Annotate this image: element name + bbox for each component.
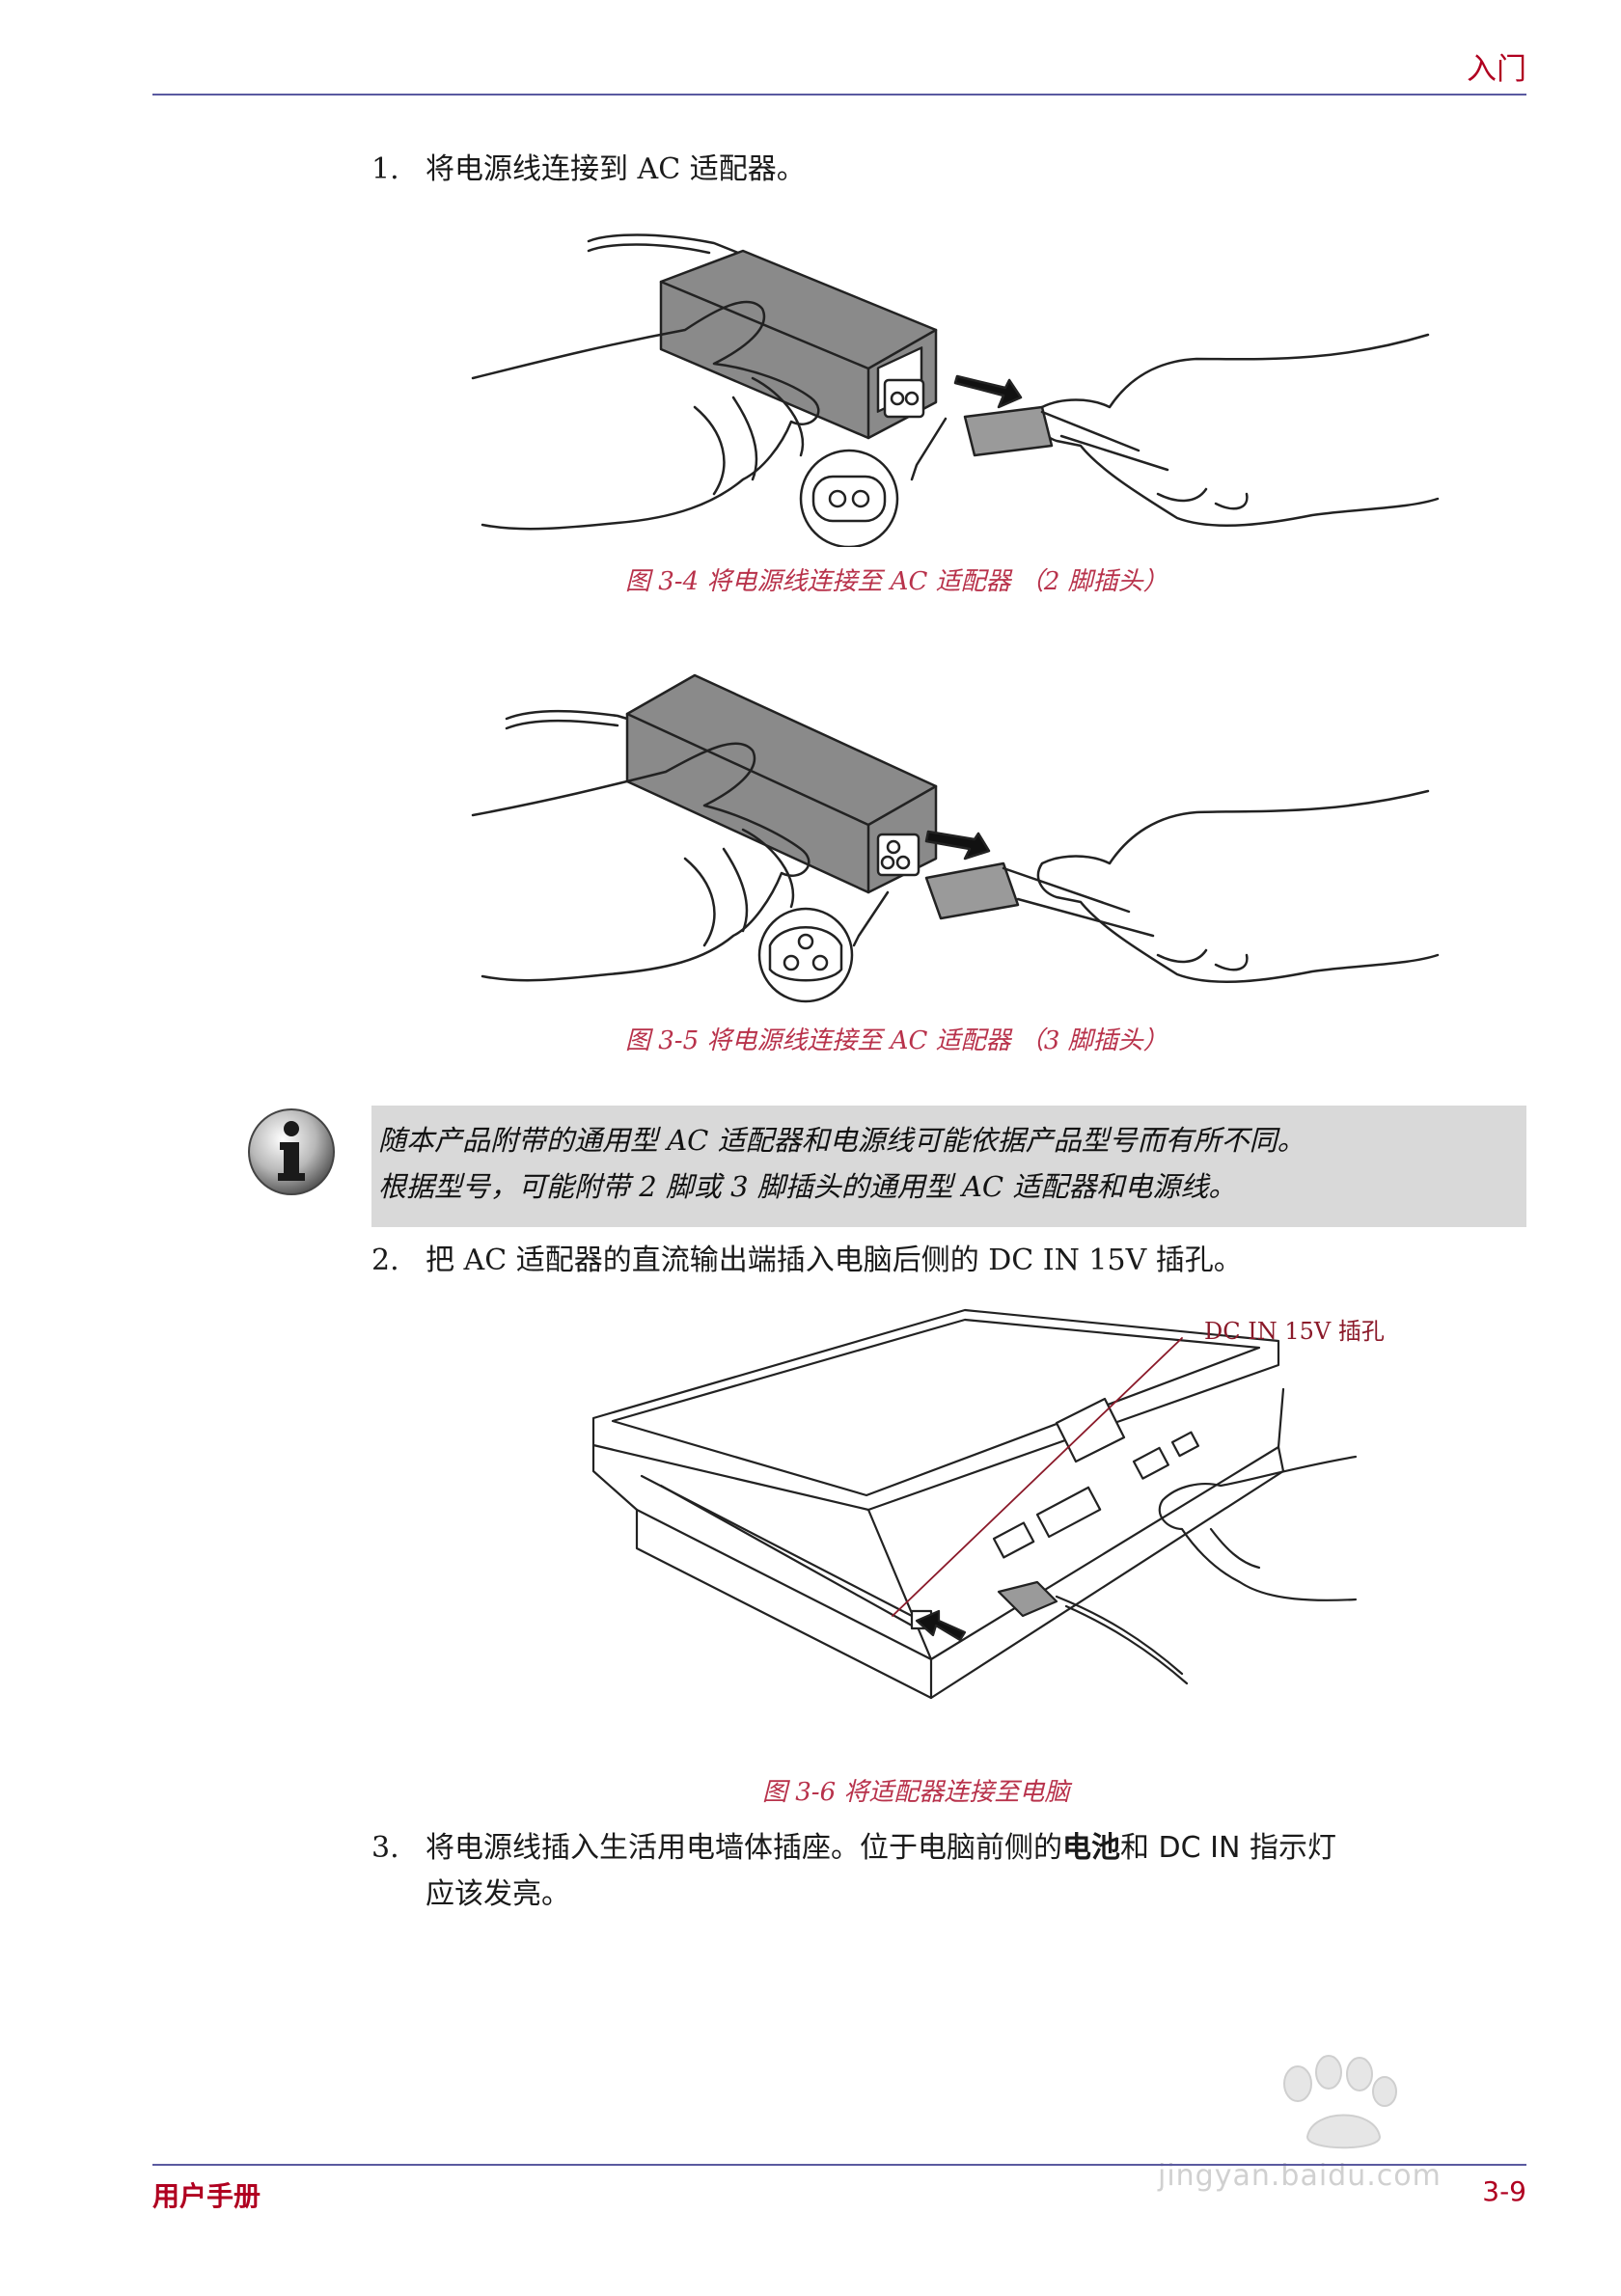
step-text-part-c: 应该发亮。: [426, 1877, 570, 1911]
note-line-2: 根据型号，可能附带 2 脚或 3 脚插头的通用型 AC 适配器和电源线。: [378, 1170, 1237, 1203]
step-text-part-a: 将电源线插入生活用电墙体插座。位于电脑前侧的: [426, 1831, 1062, 1865]
figure-3-6-illustration: [591, 1308, 1358, 1700]
dc-in-callout-label: DC IN 15V 插孔: [1204, 1318, 1385, 1345]
step-number: 2.: [371, 1244, 399, 1277]
step-text: 将电源线连接到 AC 适配器。: [426, 152, 806, 186]
footer-page-number: 3-9: [1482, 2175, 1526, 2207]
step-text: 把 AC 适配器的直流输出端插入电脑后侧的 DC IN 15V 插孔。: [426, 1244, 1243, 1277]
baidu-paw-watermark: [1283, 2055, 1397, 2149]
note-box: [371, 1106, 1526, 1227]
figure-3-6-caption: 图 3-6 将适配器连接至电脑: [762, 1778, 1070, 1807]
figure-3-4-illustration: [471, 233, 1440, 547]
figure-3-4-caption: 图 3-4 将电源线连接至 AC 适配器 （2 脚插头）: [625, 567, 1168, 596]
figure-3-5-illustration: [471, 673, 1440, 1003]
note-line-1: 随本产品附带的通用型 AC 适配器和电源线可能依据产品型号而有所不同。: [378, 1124, 1305, 1157]
step-2: 2. 把 AC 适配器的直流输出端插入电脑后侧的 DC IN 15V 插孔。: [371, 1238, 1243, 1284]
header-rule: [152, 94, 1526, 96]
figure-3-5-caption: 图 3-5 将电源线连接至 AC 适配器 （3 脚插头）: [625, 1026, 1168, 1055]
footer-rule: [152, 2164, 1526, 2166]
step-text-bold: 电池: [1062, 1831, 1120, 1865]
page-header-title: 入门: [1467, 52, 1526, 87]
footer-manual-title: 用户手册: [152, 2180, 261, 2212]
info-icon: [248, 1108, 335, 1195]
step-1: 1. 将电源线连接到 AC 适配器。: [371, 147, 806, 193]
step-3: 3. 将电源线插入生活用电墙体插座。位于电脑前侧的电池和 DC IN 指示灯 应…: [371, 1825, 1525, 1911]
step-number: 1.: [371, 152, 399, 186]
step-text-part-b: 和 DC IN 指示灯: [1120, 1831, 1336, 1865]
step-number: 3.: [371, 1831, 399, 1865]
